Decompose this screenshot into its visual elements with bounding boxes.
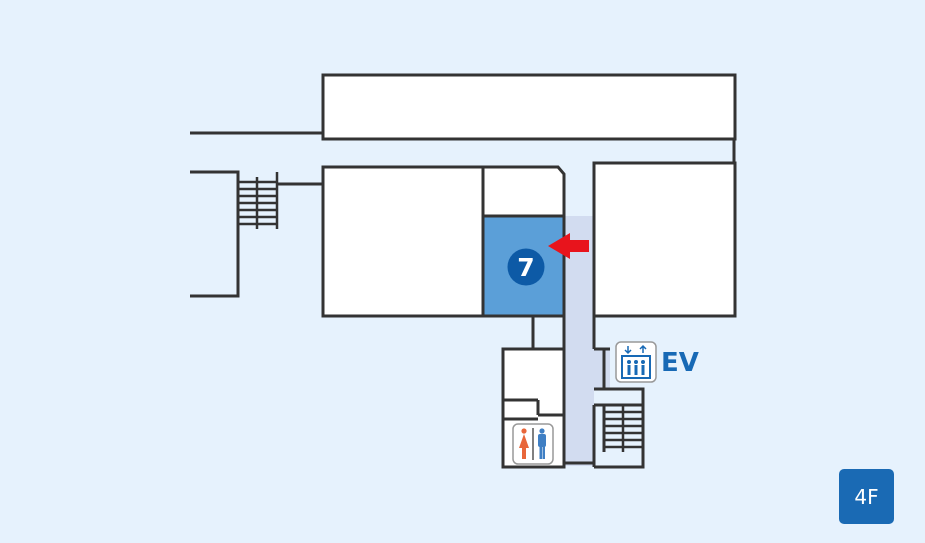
elevator-label: EV bbox=[661, 348, 699, 378]
stairs-icon bbox=[604, 405, 643, 452]
floor-label: 4F bbox=[854, 484, 879, 509]
room-right bbox=[592, 161, 737, 318]
room-middle-left bbox=[321, 165, 485, 318]
arrow-icon bbox=[548, 233, 589, 259]
room-number: 7 bbox=[517, 253, 534, 282]
corridor-branch bbox=[594, 349, 610, 389]
room-small bbox=[481, 165, 566, 218]
floor-badge[interactable]: 4F bbox=[839, 469, 894, 524]
elevator-icon bbox=[615, 341, 657, 383]
room-number-badge bbox=[507, 248, 545, 286]
restroom-icon bbox=[512, 423, 554, 465]
room-top bbox=[321, 73, 737, 141]
stairs-icon bbox=[238, 172, 279, 229]
